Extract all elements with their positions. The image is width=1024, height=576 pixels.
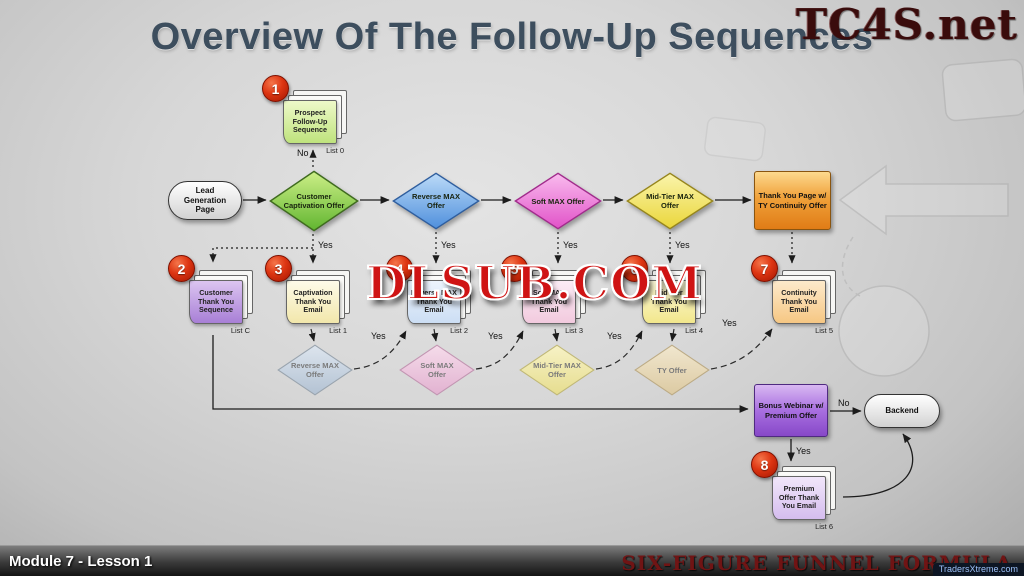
node-label: Thank You Page w/ TY Continuity Offer [758,191,827,210]
step-badge: 7 [751,255,778,282]
list-caption: List 3 [565,326,583,335]
node-label: Backend [885,406,919,416]
edge-label-yes: Yes [318,240,333,250]
node-label: Customer Thank You Sequence [197,288,235,315]
stack-page-front: Captivation Thank You Email [286,280,340,324]
node-soft-max-thank-you-email: 5 Soft MAX Thank You Email List 3 [501,255,586,335]
ghost-circle [838,285,930,377]
node-reverse-max-offer: Reverse MAX Offer [392,172,480,230]
node-ty-offer-repeat: TY Offer [634,344,710,396]
node-label: Captivation Thank You Email [293,288,333,315]
diamond-shape [269,170,359,232]
node-prospect-followup-sequence: 1 Prospect Follow-Up Sequence List 0 [262,75,347,155]
diamond-shape [626,172,714,230]
node-reverse-max-thank-you-email: 4 Reverse MAX Thank You Email List 2 [386,255,471,335]
node-lead-generation-page: Lead Generation Page [168,181,242,220]
node-label: Soft MAX Offer [420,361,454,379]
step-badge: 6 [621,255,648,282]
stack-page-front: Mid Tier Thank You Email [642,280,696,324]
node-label: Customer Captivation Offer [283,192,345,210]
watermark-tradersxtreme: TradersXtreme.com [932,563,1024,576]
step-badge: 1 [262,75,289,102]
step-badge: 5 [501,255,528,282]
watermark-tc4s: TC4S.net [795,0,1018,49]
node-label: Soft MAX Offer [531,196,585,206]
stack-page-front: Prospect Follow-Up Sequence [283,100,337,144]
stack-page-front: Continuity Thank You Email [772,280,826,324]
diamond-shape [392,172,480,230]
edge-label-yes: Yes [488,331,503,341]
node-label: TY Offer [657,365,687,375]
node-reverse-max-offer-repeat: Reverse MAX Offer [277,344,353,396]
node-label: Prospect Follow-Up Sequence [292,108,328,135]
list-caption: List 1 [329,326,347,335]
stack-page-front: Customer Thank You Sequence [189,280,243,324]
list-caption: List 4 [685,326,703,335]
edge-label-no: No [838,398,850,408]
stack-page-front: Premium Offer Thank You Email [772,476,826,520]
step-badge: 2 [168,255,195,282]
step-badge: 4 [386,255,413,282]
module-lesson-label: Module 7 - Lesson 1 [9,553,153,570]
ghost-arrow-left [838,164,1009,236]
watermark-dlsub: DLSUB.COM [365,255,704,311]
edge-label-no: No [297,148,309,158]
node-midtier-max-offer: Mid-Tier MAX Offer [626,172,714,230]
node-continuity-thank-you-email: 7 Continuity Thank You Email List 5 [751,255,836,335]
node-captivation-thank-you-email: 3 Captivation Thank You Email List 1 [265,255,350,335]
list-caption: List 2 [450,326,468,335]
list-caption: List 0 [326,146,344,155]
ghost-dashed-curve [841,236,863,298]
stack-page-front: Soft MAX Thank You Email [522,280,576,324]
node-label: Lead Generation Page [183,186,227,215]
node-backend: Backend [864,394,940,428]
node-label: Reverse MAX Offer [412,192,460,210]
page-title: Overview Of The Follow-Up Sequences [150,16,874,58]
node-label: Bonus Webinar w/ Premium Offer [758,401,824,420]
edge-label-yes: Yes [563,240,578,250]
node-customer-captivation-offer: Customer Captivation Offer [269,170,359,232]
edge-label-yes: Yes [796,446,811,456]
step-badge: 8 [751,451,778,478]
node-label: Premium Offer Thank You Email [778,484,820,511]
node-thank-you-page: Thank You Page w/ TY Continuity Offer [754,171,831,230]
edge-label-yes: Yes [371,331,386,341]
edge-label-yes: Yes [722,318,737,328]
node-label: Mid-Tier MAX Offer [533,361,581,379]
footer-bar: Module 7 - Lesson 1 SIX-FIGURE FUNNEL FO… [0,545,1024,576]
stack-page-front: Reverse MAX Thank You Email [407,280,461,324]
node-label: Reverse MAX Offer [291,361,339,379]
node-bonus-webinar: Bonus Webinar w/ Premium Offer [754,384,828,437]
ghost-rounded-rect [941,58,1024,122]
node-label: Mid-Tier MAX Offer [646,192,694,210]
edge-label-yes: Yes [607,331,622,341]
node-label: Mid Tier Thank You Email [650,288,688,315]
node-soft-max-offer-repeat: Soft MAX Offer [399,344,475,396]
node-customer-thank-you-sequence: 2 Customer Thank You Sequence List C [168,255,253,335]
edge-label-yes: Yes [675,240,690,250]
edge-label-yes: Yes [441,240,456,250]
node-midtier-thank-you-email: 6 Mid Tier Thank You Email List 4 [621,255,706,335]
list-caption: List 6 [815,522,833,531]
list-caption: List C [230,326,250,335]
node-label: Continuity Thank You Email [780,288,818,315]
node-midtier-max-offer-repeat: Mid-Tier MAX Offer [519,344,595,396]
node-soft-max-offer: Soft MAX Offer [514,172,602,230]
node-premium-offer-thank-you-email: 8 Premium Offer Thank You Email List 6 [751,451,836,531]
step-badge: 3 [265,255,292,282]
diamond-shape [514,172,602,230]
ghost-rounded-rect-small [704,116,766,162]
node-label: Reverse MAX Thank You Email [411,288,457,315]
node-label: Soft MAX Thank You Email [530,288,568,315]
list-caption: List 5 [815,326,833,335]
